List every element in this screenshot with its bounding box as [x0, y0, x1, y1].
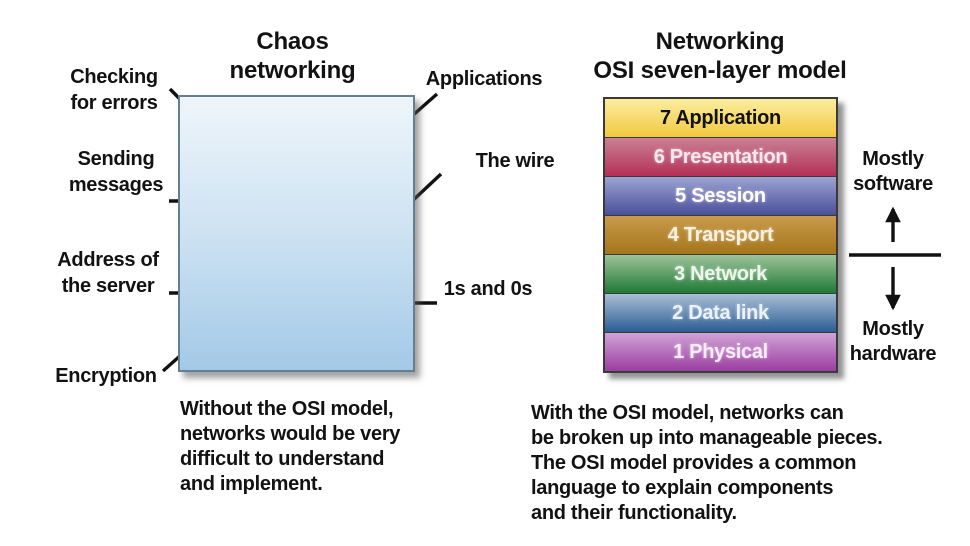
label-the-wire: The wire [475, 150, 555, 172]
mostly-hardware-label: Mostly hardware [849, 318, 937, 365]
label-sending-messages: Sending messages [68, 148, 164, 196]
label-applications: Applications [425, 68, 543, 90]
mostly-software-label: Mostly software [853, 148, 933, 195]
osi-layer-5-session: 5 Session [605, 177, 836, 216]
osi-layer-stack: 7 Application 6 Presentation 5 Session 4… [603, 97, 838, 373]
osi-layer-4-transport: 4 Transport [605, 216, 836, 255]
left-caption: Without the OSI model, networks would be… [180, 398, 401, 495]
chaos-network-box [178, 95, 415, 372]
osi-layer-3-network: 3 Network [605, 255, 836, 294]
right-caption: With the OSI model, networks can be brok… [531, 402, 883, 524]
right-diagram-title: Networking OSI seven-layer model [593, 28, 847, 84]
label-checking-for-errors: Checking for errors [70, 66, 158, 114]
osi-layer-2-data-link: 2 Data link [605, 294, 836, 333]
osi-layer-7-application: 7 Application [605, 99, 836, 138]
osi-layer-6-presentation: 6 Presentation [605, 138, 836, 177]
label-address-of-server: Address of the server [57, 249, 159, 297]
osi-layer-1-physical: 1 Physical [605, 333, 836, 371]
label-encryption: Encryption [55, 365, 157, 387]
label-1s-and-0s: 1s and 0s [443, 278, 533, 300]
left-diagram-title: Chaos networking [229, 28, 356, 84]
